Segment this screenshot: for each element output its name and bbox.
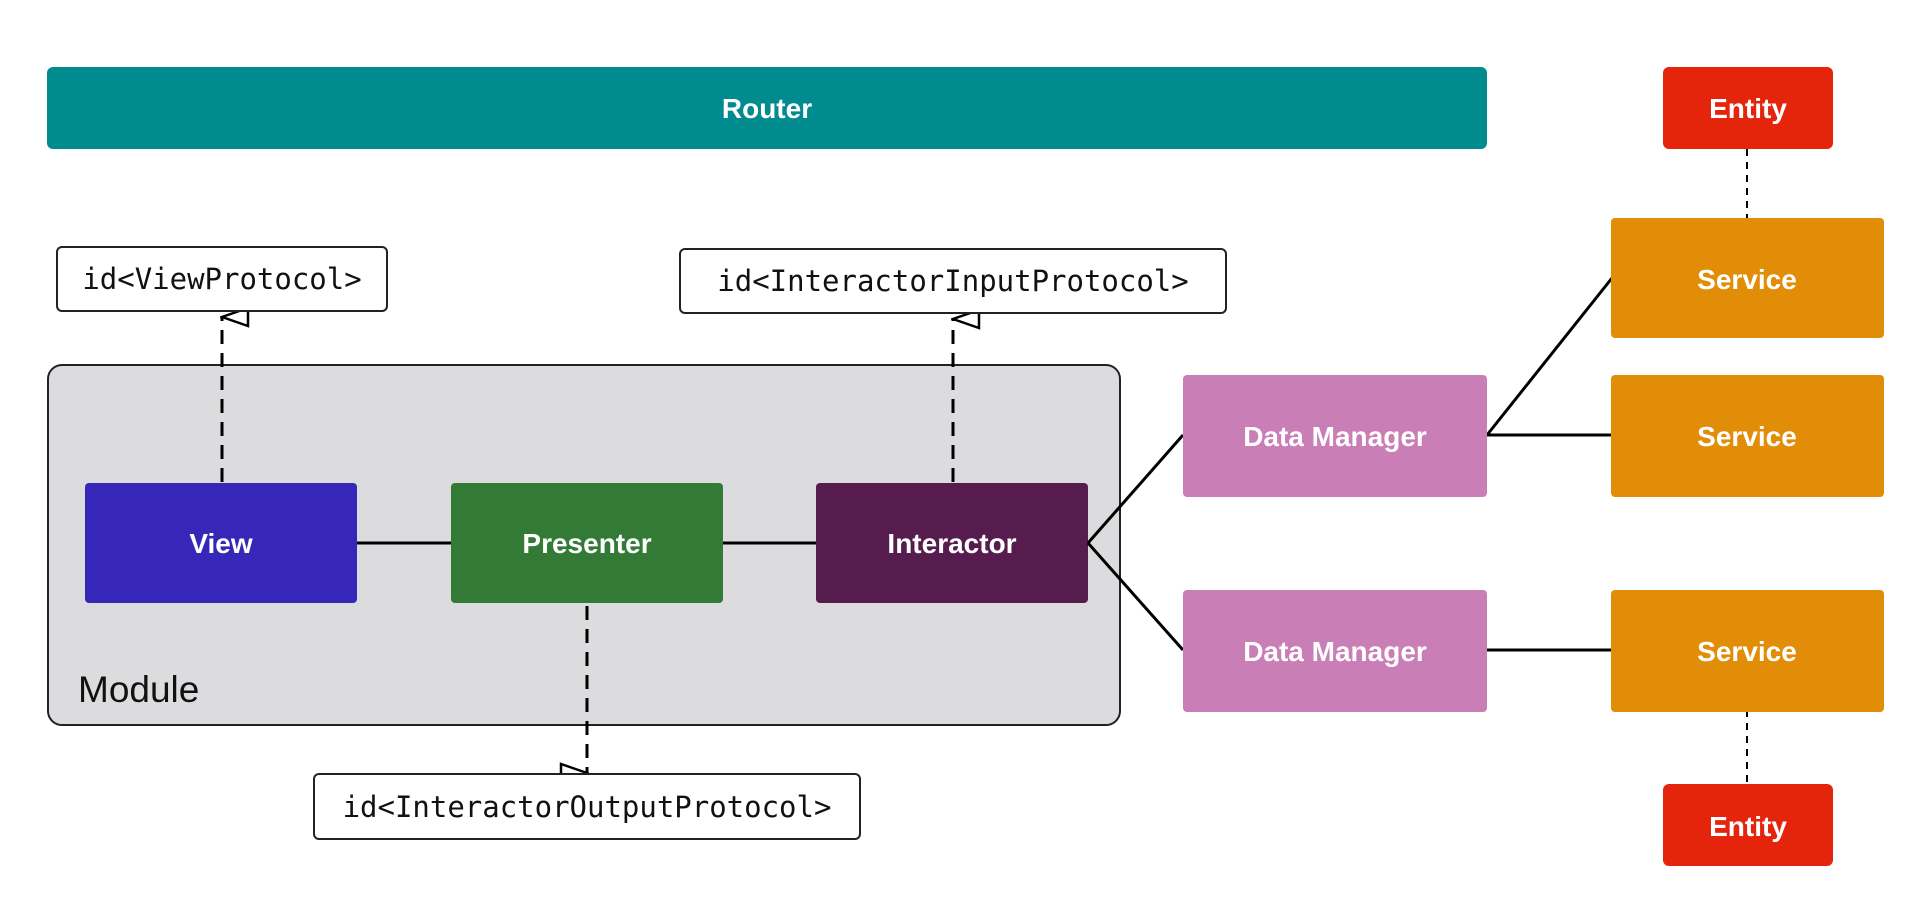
entity-box-1 (1663, 67, 1833, 149)
interactor-datamanager1-connector (1086, 434, 1185, 544)
data-manager-node-2: Data Manager (1183, 590, 1487, 712)
service-box-2 (1611, 375, 1884, 497)
service-box-1 (1611, 218, 1884, 338)
module-label: Module (78, 669, 199, 710)
entity-box-2 (1663, 784, 1833, 866)
interactor-node: Interactor (816, 483, 1088, 603)
view-node: View (85, 483, 357, 603)
datamanager1-service1-connector (1485, 277, 1614, 436)
entity-node-1: Entity (1663, 67, 1833, 149)
data-manager-label-1: Data Manager (1243, 421, 1427, 452)
data-manager-box-1 (1183, 375, 1487, 497)
interactor-box (816, 483, 1088, 603)
router-node: Router (47, 67, 1487, 149)
view-label: View (189, 528, 253, 559)
presenter-label: Presenter (522, 528, 651, 559)
presenter-box (451, 483, 723, 603)
interactor-label: Interactor (887, 528, 1016, 559)
data-manager-label-2: Data Manager (1243, 636, 1427, 667)
entity-label-1: Entity (1709, 93, 1787, 124)
service-box-3 (1611, 590, 1884, 712)
entity-node-2: Entity (1663, 784, 1833, 866)
interactor-datamanager2-connector (1086, 542, 1185, 651)
view-protocol-box: id<ViewProtocol> (56, 246, 388, 312)
service-label-1: Service (1697, 264, 1797, 295)
data-manager-node-1: Data Manager (1183, 375, 1487, 497)
router-box (47, 67, 1487, 149)
view-protocol-label: id<ViewProtocol> (82, 262, 361, 296)
presenter-node: Presenter (451, 483, 723, 603)
data-manager-box-2 (1183, 590, 1487, 712)
interactor-output-protocol-label: id<InteractorOutputProtocol> (343, 790, 832, 824)
interactor-output-protocol-box: id<InteractorOutputProtocol> (313, 773, 861, 840)
view-box (85, 483, 357, 603)
interactor-input-protocol-label: id<InteractorInputProtocol> (717, 264, 1188, 298)
service-node-3: Service (1611, 590, 1884, 712)
service-node-1: Service (1611, 218, 1884, 338)
router-label: Router (722, 93, 812, 124)
interactor-input-protocol-box: id<InteractorInputProtocol> (679, 248, 1227, 314)
entity-label-2: Entity (1709, 811, 1787, 842)
service-label-3: Service (1697, 636, 1797, 667)
service-label-2: Service (1697, 421, 1797, 452)
service-node-2: Service (1611, 375, 1884, 497)
